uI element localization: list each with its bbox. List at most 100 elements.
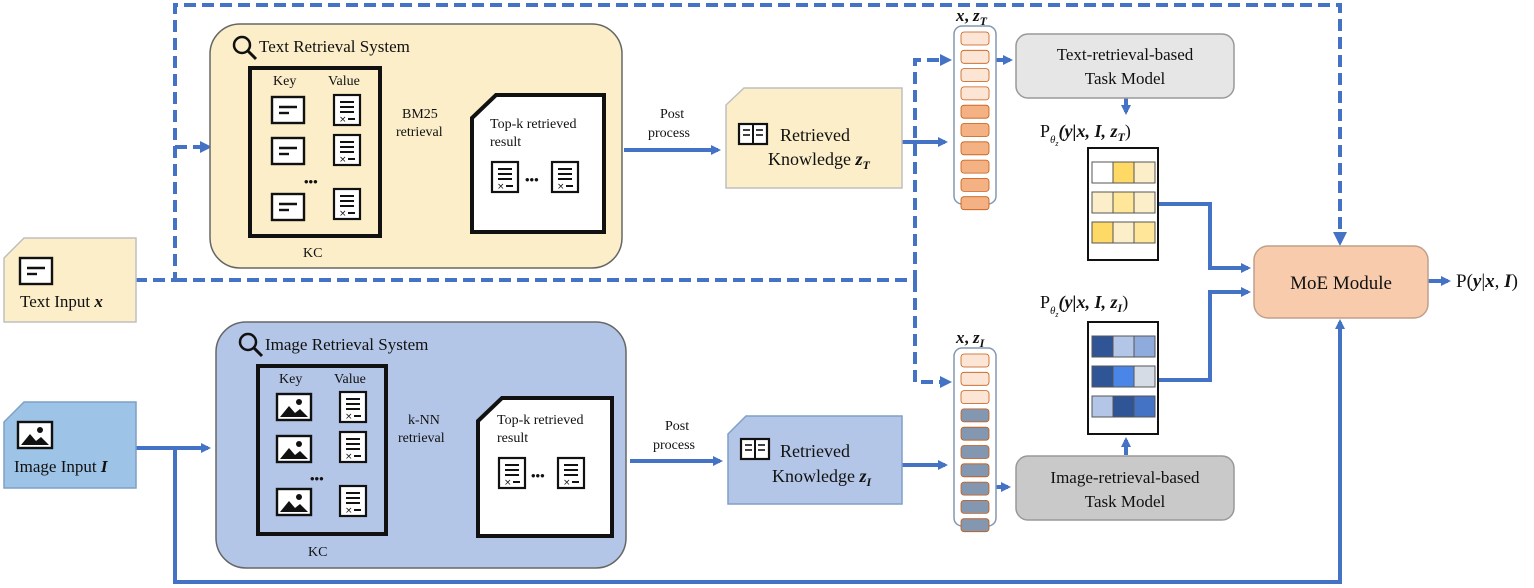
prob-image-grid: [1087, 321, 1159, 435]
text-token-stack: x, zT: [953, 6, 997, 211]
text-key-header: Key: [273, 74, 296, 89]
text-post-label-1: Post: [660, 107, 684, 122]
token-cell: [960, 86, 990, 101]
moe-module: MoE Module: [1253, 245, 1429, 319]
token-cell: [960, 426, 990, 441]
text-kc-ellipsis: •••: [304, 174, 318, 189]
prob-cell: [1133, 335, 1156, 358]
prob-cell: [1091, 335, 1114, 358]
prob-cell: [1112, 221, 1135, 244]
image-post-label-2: process: [653, 438, 695, 453]
token-cell: [960, 49, 990, 64]
retrieved-text-line2: Knowledge: [768, 149, 851, 169]
text-retrieval-system: Text Retrieval System Key Value ••• KC B…: [209, 23, 623, 269]
image-key-header: Key: [279, 372, 302, 387]
text-kc-box: [248, 66, 382, 238]
prob-cell: [1091, 221, 1114, 244]
image-task-model: Image-retrieval-based Task Model: [1015, 455, 1235, 521]
retrieved-text-var: z: [854, 149, 862, 169]
prob-cell: [1112, 365, 1135, 388]
document-icon: [332, 187, 362, 221]
prob-cell: [1133, 221, 1156, 244]
solid-flows: [136, 55, 1451, 584]
token-cell: [960, 481, 990, 496]
text-retrieval-label-1: BM25: [402, 107, 438, 122]
token-cell: [960, 408, 990, 423]
prob-text-label: Pθz(y|x, I, zT): [1040, 121, 1131, 148]
token-cell: [960, 123, 990, 137]
image-retrieval-system: Image Retrieval System Key Value ••• KC …: [215, 321, 627, 569]
token-cell: [960, 445, 990, 459]
text-topk-line1: Top-k retrieved: [490, 117, 576, 132]
image-retrieval-label-2: retrieval: [398, 431, 445, 446]
image-input-label: Image Input: [14, 457, 97, 476]
text-post-label-2: process: [648, 126, 690, 141]
image-input-var: I: [100, 457, 109, 476]
text-system-title: Text Retrieval System: [259, 37, 410, 56]
token-cell: [960, 31, 990, 46]
image-icon: [275, 487, 313, 517]
image-icon: [275, 392, 313, 422]
image-kc-ellipsis: •••: [310, 471, 324, 486]
retrieved-image-line1: Retrieved: [780, 441, 850, 461]
image-post-label-1: Post: [665, 419, 689, 434]
text-topk-line2: result: [490, 135, 521, 150]
text-input-var: x: [93, 292, 103, 311]
token-cell: [960, 518, 990, 533]
text-task-model: Text-retrieval-based Task Model: [1015, 33, 1235, 99]
document-icon: [338, 484, 368, 518]
image-input-icon: [16, 420, 54, 450]
retrieved-knowledge-image: Retrieved Knowledge zI: [727, 415, 903, 505]
svg-text:Image Input I: Image Input I: [14, 457, 109, 476]
image-task-model-line2: Task Model: [1085, 492, 1166, 511]
token-cell: [960, 196, 990, 211]
document-icon: [332, 133, 362, 167]
text-task-model-line1: Text-retrieval-based: [1057, 45, 1194, 64]
token-cell: [960, 104, 990, 119]
image-value-header: Value: [334, 372, 366, 387]
prob-text-grid: [1087, 147, 1159, 261]
token-cell: [960, 463, 990, 478]
document-icon: [490, 160, 520, 194]
retrieved-knowledge-text: Retrieved Knowledge zT: [725, 87, 903, 189]
token-cell: [960, 177, 990, 192]
prob-cell: [1112, 191, 1135, 214]
key-text-icon: [270, 95, 306, 125]
token-cell: [960, 159, 990, 174]
dashed-routes: [135, 3, 1342, 384]
prob-cell: [1133, 161, 1156, 184]
prob-cell: [1133, 365, 1156, 388]
token-cell: [960, 68, 990, 82]
search-icon: [232, 35, 258, 61]
document-icon: [332, 93, 362, 127]
document-icon: [556, 456, 586, 490]
token-cell: [960, 371, 990, 386]
book-icon: [737, 122, 769, 146]
dashed-arrowheads: [200, 54, 1347, 388]
image-input-node: Image Input I: [3, 401, 137, 489]
document-icon: [550, 160, 580, 194]
image-topk-box: [476, 396, 614, 538]
document-icon: [338, 430, 368, 464]
svg-text:Knowledge zI: Knowledge zI: [772, 466, 873, 489]
image-stack-label: x, zI: [955, 328, 986, 350]
image-kc-label: KC: [308, 545, 327, 560]
retrieved-text-line1: Retrieved: [780, 125, 850, 145]
text-input-label: Text Input: [20, 292, 90, 311]
token-cell: [960, 499, 990, 514]
token-cell: [960, 141, 990, 156]
token-cell: [960, 353, 990, 368]
prob-cell: [1112, 395, 1135, 418]
text-topk-box: [470, 93, 606, 234]
retrieved-image-sub: I: [866, 475, 873, 489]
text-kc-label: KC: [303, 246, 322, 261]
image-topk-ellipsis: •••: [531, 468, 545, 483]
text-retrieval-label-2: retrieval: [396, 125, 443, 140]
book-icon: [739, 437, 771, 461]
svg-text:Text Input x: Text Input x: [20, 292, 103, 311]
document-icon: [338, 390, 368, 424]
moe-label: MoE Module: [1290, 273, 1392, 294]
retrieved-text-sub: T: [863, 158, 871, 172]
document-icon: [497, 456, 527, 490]
